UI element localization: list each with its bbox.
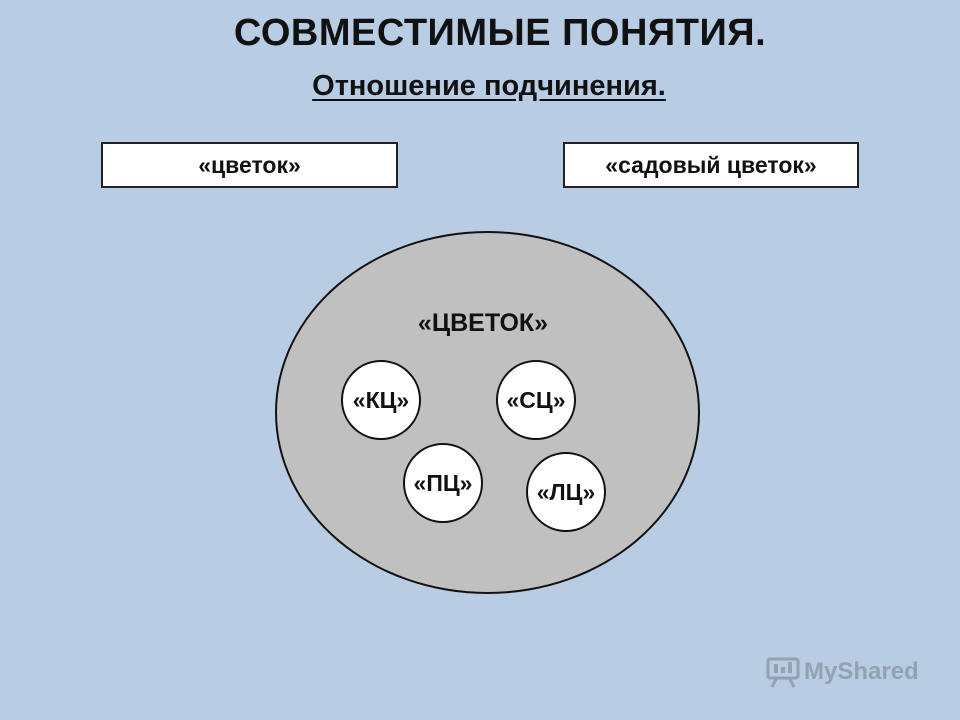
outer-concept-ellipse (275, 231, 700, 594)
inner-concept-circle-pc: «ПЦ» (403, 443, 483, 523)
concept-box-garden-flower: «садовый цветок» (563, 142, 859, 188)
slide-title: СОВМЕСТИМЫЕ ПОНЯТИЯ. (233, 12, 767, 54)
slide-subtitle: Отношение подчинения. (0, 70, 960, 103)
outer-concept-label: «ЦВЕТОК» (417, 309, 549, 337)
inner-concept-circle-sc: «СЦ» (496, 360, 576, 440)
watermark-text: MyShared (804, 658, 919, 685)
subtitle-text: Отношение подчинения. (312, 70, 666, 102)
watermark: MyShared (766, 656, 919, 688)
inner-concept-circle-kc: «КЦ» (341, 360, 421, 440)
inner-concept-circle-lc: «ЛЦ» (526, 452, 606, 532)
presentation-board-icon (766, 656, 800, 688)
concept-box-flower: «цветок» (101, 142, 398, 188)
